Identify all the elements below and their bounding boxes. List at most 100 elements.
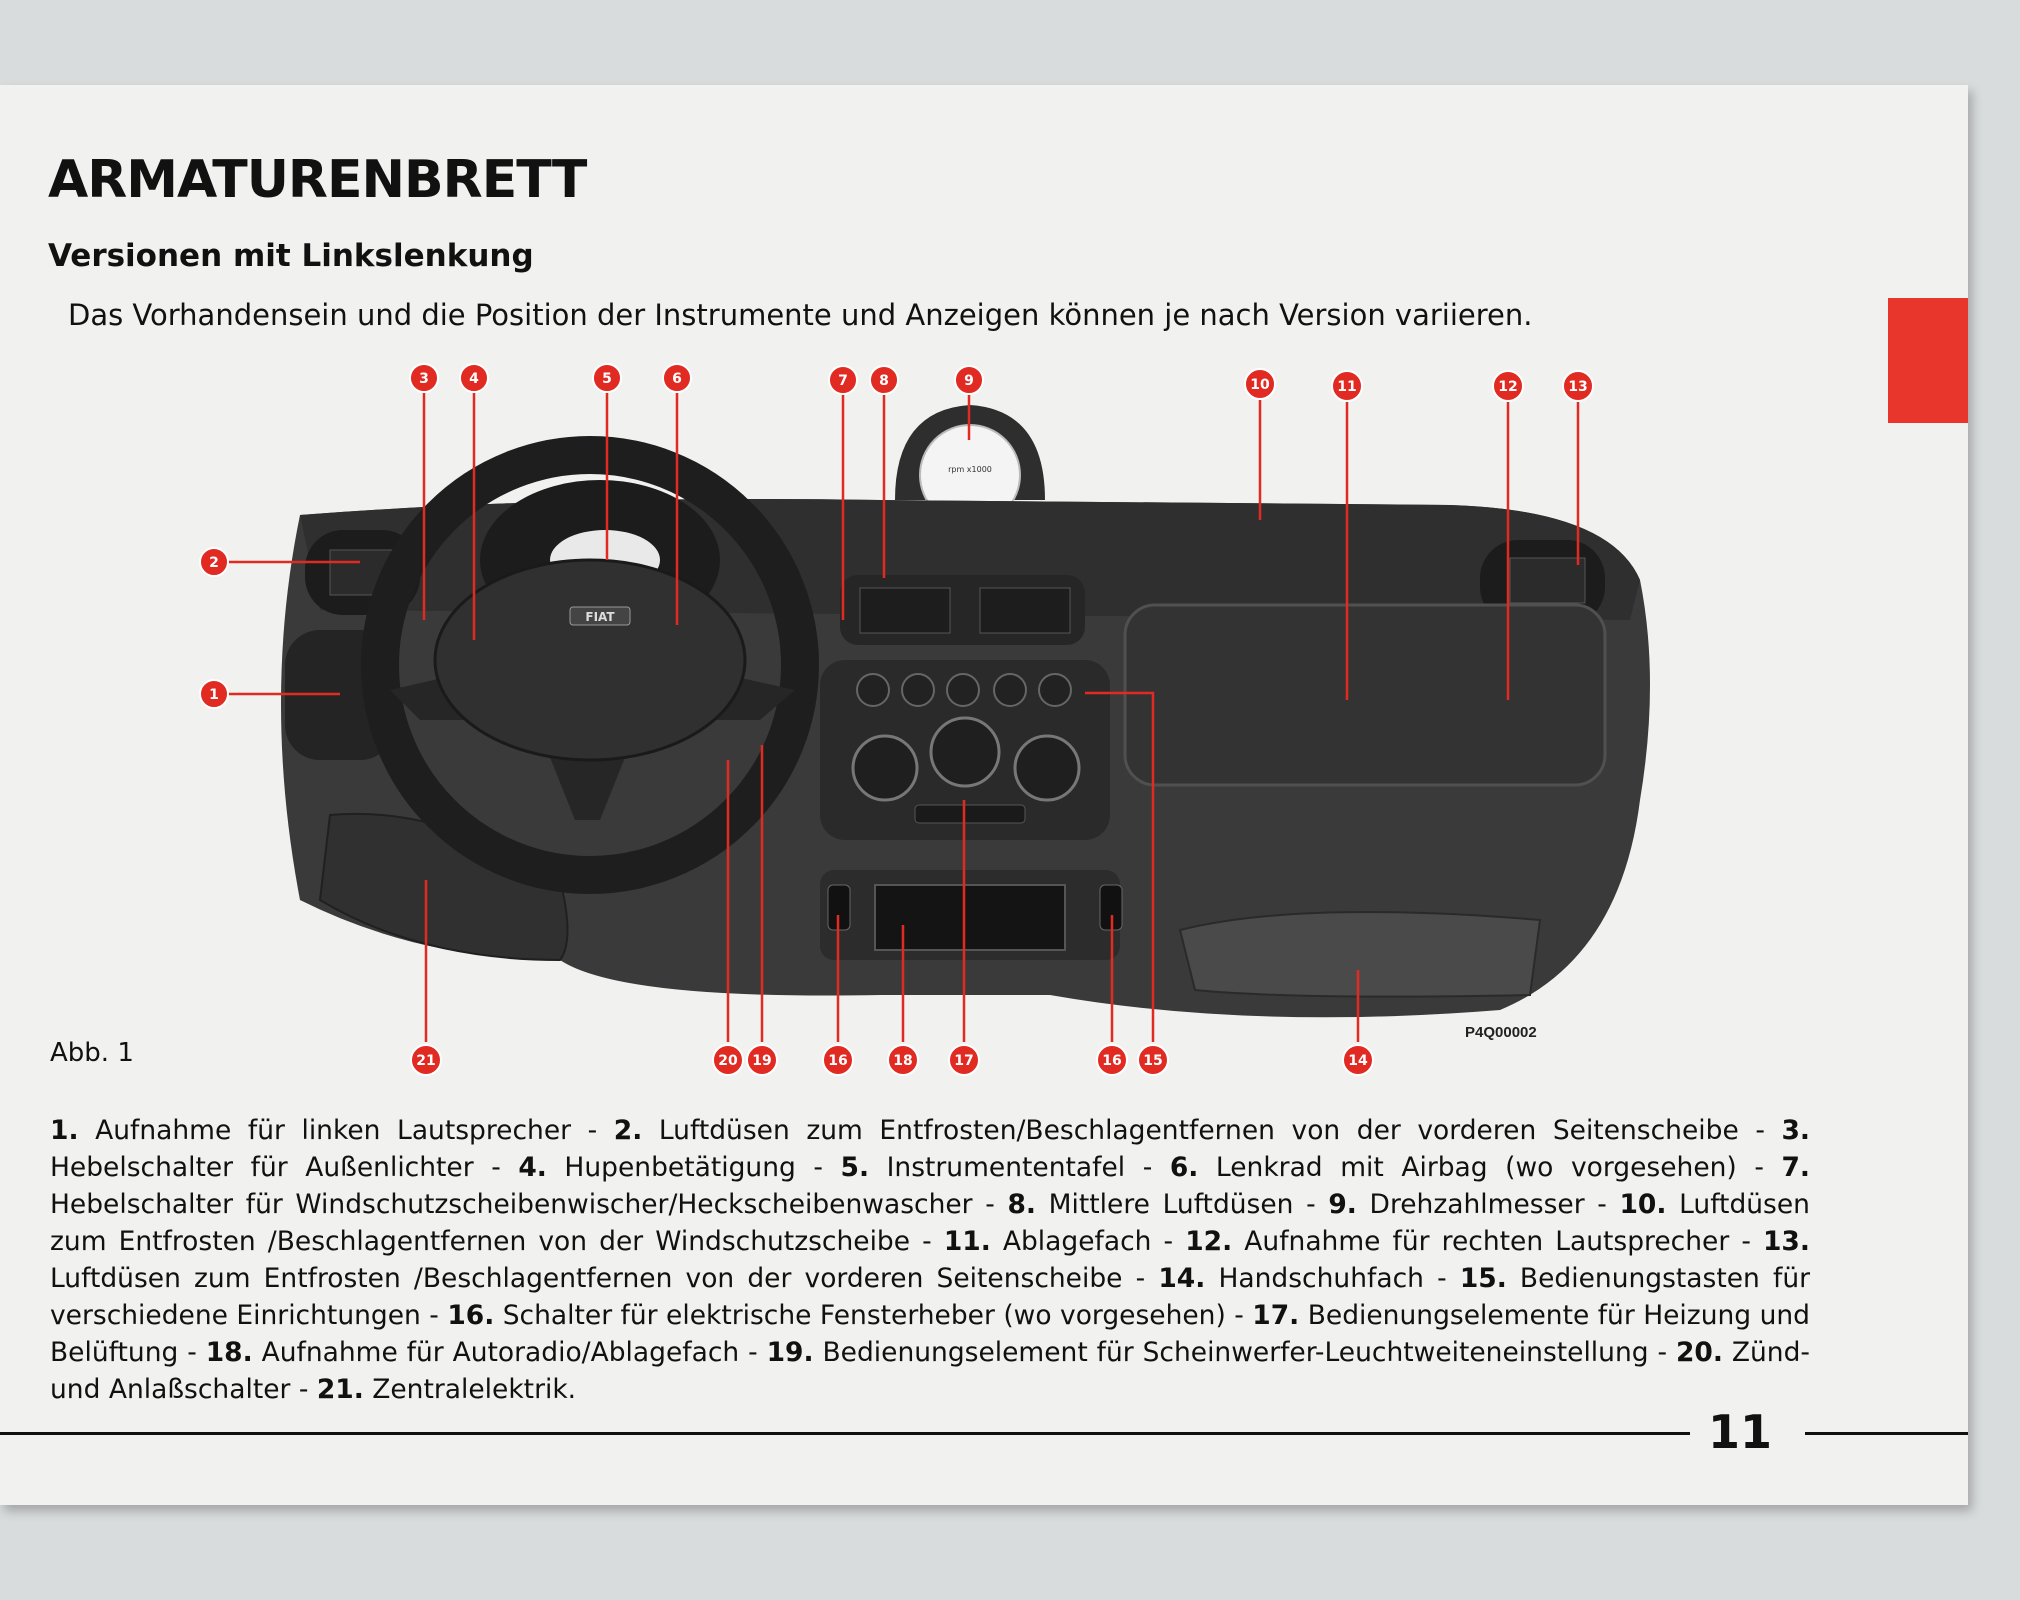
legend-text: Luftdüsen zum Entfrosten/Beschlagentfern… [642, 1115, 1739, 1146]
callout-15: 15 [1137, 1044, 1169, 1076]
callout-12: 12 [1492, 370, 1524, 402]
legend-text: Zünd- und Anlaßschalter [50, 1337, 1810, 1405]
callout-19: 19 [746, 1044, 778, 1076]
legend-text: Instrumententafel [869, 1152, 1126, 1183]
legend-number: 21. [316, 1374, 364, 1405]
legend-text: Hebelschalter für Windschutzscheibenwisc… [50, 1189, 973, 1220]
callout-18: 18 [887, 1044, 919, 1076]
legend-text: Bedienungselemente für Heizung und Belüf… [50, 1300, 1810, 1368]
callout-17: 17 [948, 1044, 980, 1076]
svg-text:20: 20 [718, 1053, 738, 1069]
callout-13: 13 [1562, 370, 1594, 402]
legend-text: Luftdüsen zum Entfrosten /Beschlagentfer… [50, 1189, 1810, 1257]
legend-text: Aufnahme für linken Lautsprecher [78, 1115, 572, 1146]
legend-number: 11. [943, 1226, 991, 1257]
svg-text:9: 9 [964, 373, 974, 389]
svg-text:14: 14 [1348, 1053, 1368, 1069]
legend-number: 14. [1158, 1263, 1206, 1294]
tachometer-label: rpm x1000 [948, 465, 992, 474]
page-title: ARMATURENBRETT [48, 150, 587, 210]
svg-text:2: 2 [209, 555, 219, 571]
svg-text:16: 16 [1102, 1053, 1121, 1069]
callout-5: 5 [592, 363, 622, 393]
svg-text:18: 18 [893, 1053, 912, 1069]
legend-number: 10. [1619, 1189, 1667, 1220]
callout-4: 4 [459, 363, 489, 393]
center-vent-right [979, 587, 1071, 634]
radio-opening [874, 884, 1066, 951]
section-subtitle: Versionen mit Linkslenkung [48, 238, 534, 274]
callout-11: 11 [1331, 370, 1363, 402]
legend-number: 1. [50, 1115, 79, 1146]
svg-text:6: 6 [672, 371, 682, 387]
legend-text: Schalter für elektrische Fensterheber (w… [494, 1300, 1226, 1331]
svg-text:5: 5 [602, 371, 612, 387]
svg-text:12: 12 [1498, 379, 1517, 395]
page-number: 11 [1708, 1405, 1773, 1459]
legend-number: 15. [1459, 1263, 1507, 1294]
legend-number: 2. [613, 1115, 643, 1146]
legend-number: 4. [518, 1152, 547, 1183]
svg-text:10: 10 [1250, 377, 1270, 393]
center-vent-left [859, 587, 951, 634]
legend-number: 9. [1328, 1189, 1357, 1220]
legend-text: Luftdüsen zum Entfrosten /Beschlagentfer… [50, 1263, 1123, 1294]
legend-number: 16. [447, 1300, 495, 1331]
callout-10: 10 [1244, 368, 1276, 400]
svg-text:8: 8 [879, 373, 889, 389]
footer-rule-right [1805, 1432, 1968, 1435]
legend-number: 13. [1762, 1226, 1810, 1257]
intro-text: Das Vorhandensein und die Position der I… [68, 298, 1533, 332]
legend-text: Hebelschalter für Außenlichter [50, 1152, 474, 1183]
callout-1: 1 [199, 679, 229, 709]
figure-legend: 1. Aufnahme für linken Lautsprecher - 2.… [50, 1115, 1811, 1405]
svg-text:4: 4 [469, 371, 479, 387]
glove-box [1178, 911, 1542, 998]
airbag-hub [433, 558, 747, 762]
function-buttons [856, 673, 1072, 707]
legend-number: 3. [1781, 1115, 1810, 1146]
legend-number: 6. [1169, 1152, 1199, 1183]
svg-text:1: 1 [209, 687, 219, 703]
callout-3: 3 [409, 363, 439, 393]
svg-text:21: 21 [416, 1053, 435, 1069]
svg-text:19: 19 [752, 1053, 771, 1069]
legend-text: Handschuhfach [1205, 1263, 1424, 1294]
callout-7: 7 [828, 365, 858, 395]
svg-text:7: 7 [838, 373, 848, 389]
footer-rule-left [0, 1432, 1690, 1435]
callout-16-right: 16 [1096, 1044, 1128, 1076]
legend-text: Zentralelektrik. [363, 1374, 577, 1405]
legend-number: 18. [205, 1337, 253, 1368]
svg-text:11: 11 [1337, 379, 1356, 395]
legend-text: Aufnahme für rechten Lautsprecher [1232, 1226, 1730, 1257]
legend-number: 19. [766, 1337, 814, 1368]
storage-compartment [1123, 603, 1607, 787]
callout-2: 2 [199, 547, 229, 577]
callout-6: 6 [662, 363, 692, 393]
legend-text: Bedienungstasten für verschiedene Einric… [50, 1263, 1811, 1331]
callout-21: 21 [410, 1044, 442, 1076]
brand-badge [569, 606, 631, 626]
callout-20: 20 [712, 1044, 744, 1076]
callout-14: 14 [1342, 1044, 1374, 1076]
legend-text: Hupenbetätigung [546, 1152, 796, 1183]
svg-text:13: 13 [1568, 379, 1587, 395]
legend-number: 5. [840, 1152, 870, 1183]
svg-text:3: 3 [419, 371, 429, 387]
legend-number: 12. [1185, 1226, 1233, 1257]
brand-logo: FIAT [585, 610, 615, 624]
svg-text:16: 16 [828, 1053, 847, 1069]
legend-number: 7. [1781, 1152, 1810, 1183]
callout-8: 8 [869, 365, 899, 395]
legend-text: Aufnahme für Autoradio/Ablagefach [252, 1337, 740, 1368]
steering-wheel-rim [361, 436, 819, 894]
section-tab-marker [1888, 298, 1968, 423]
legend-text: Bedienungselement für Scheinwerfer-Leuch… [813, 1337, 1649, 1368]
legend-number: 20. [1675, 1337, 1723, 1368]
figure-code: P4Q00002 [1465, 1024, 1537, 1041]
legend-text: Drehzahlmesser [1356, 1189, 1585, 1220]
right-air-vent-grille [1509, 557, 1586, 604]
legend-text: Mittlere Luftdüsen [1035, 1189, 1294, 1220]
